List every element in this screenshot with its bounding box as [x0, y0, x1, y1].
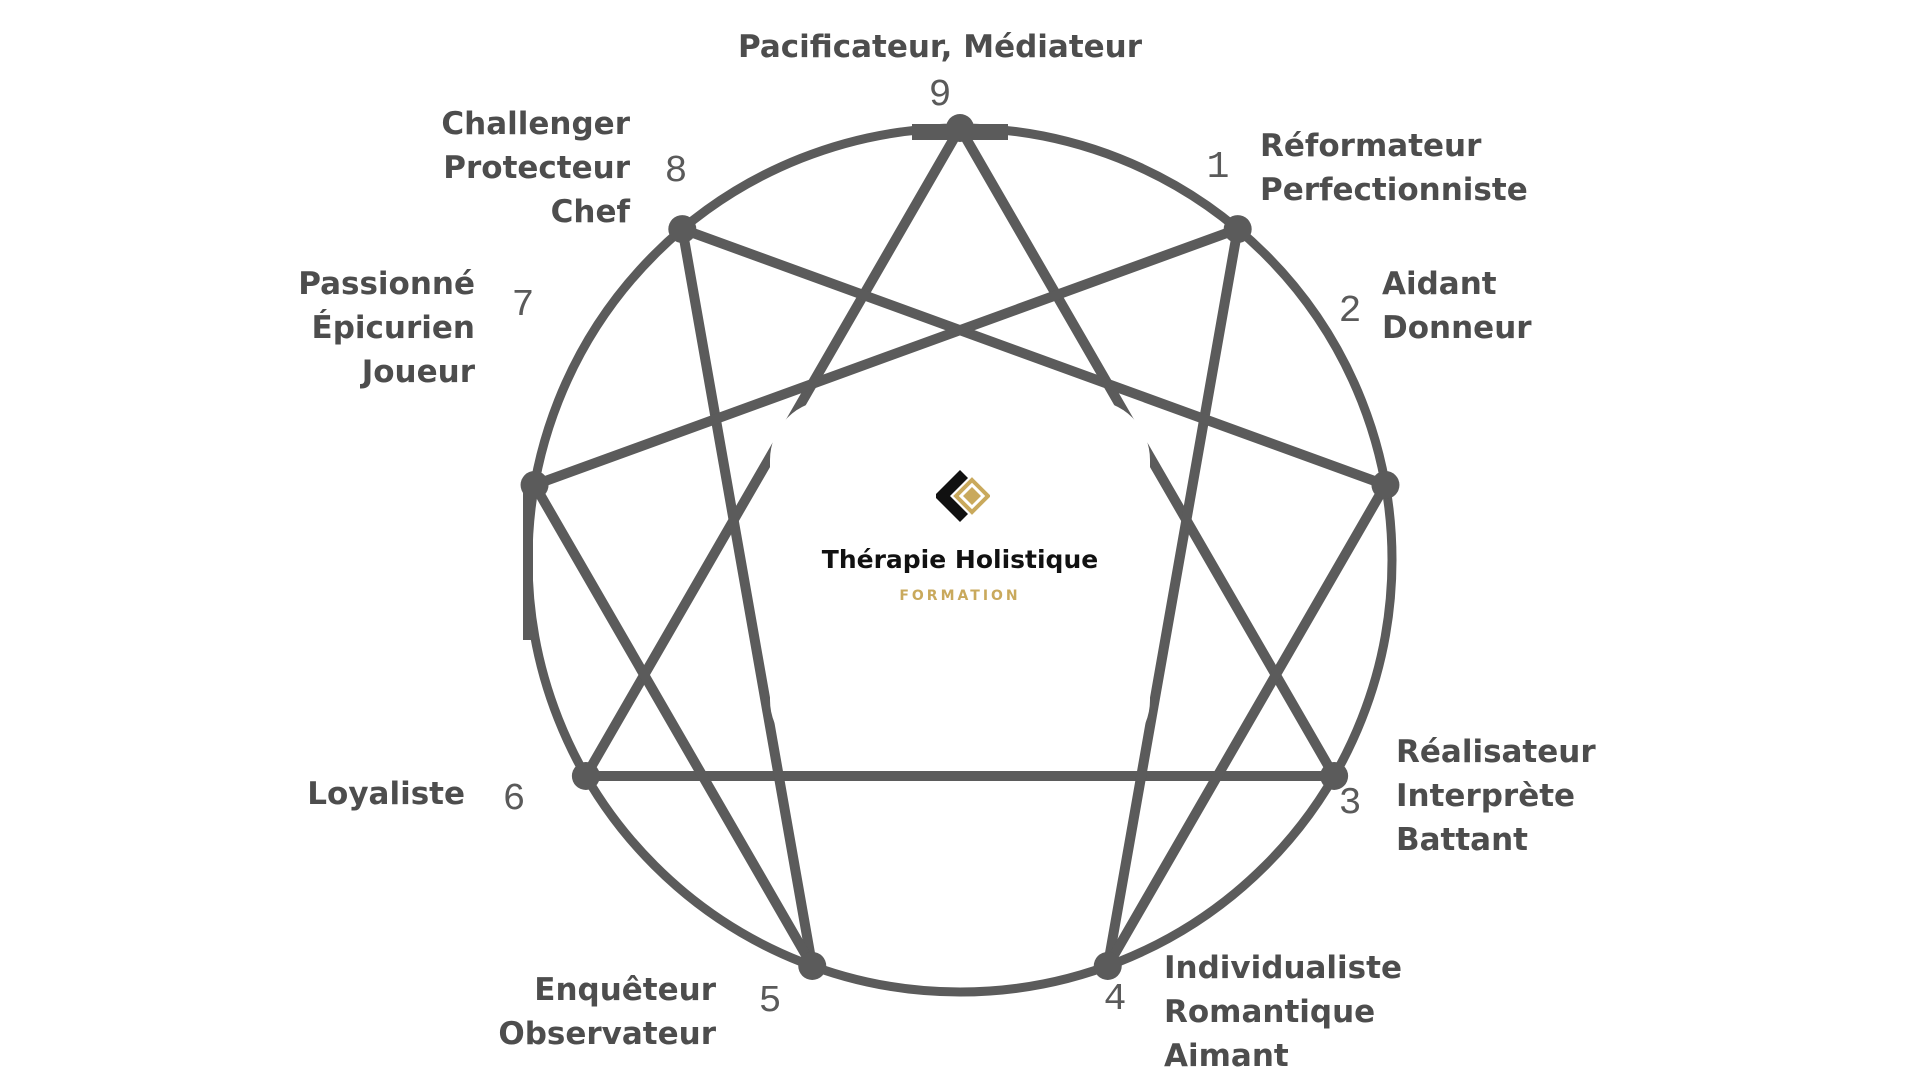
enneagram-web — [520, 114, 1400, 997]
type-7-number: 7 — [511, 284, 535, 327]
type-3-label-line: Réalisateur — [1396, 734, 1596, 770]
hexad-line — [677, 224, 818, 971]
type-3-label-line: Interprète — [1396, 778, 1576, 814]
type-5-number: 5 — [758, 980, 782, 1023]
type-6-label: Loyaliste — [230, 772, 465, 816]
enneagram-node — [571, 762, 600, 790]
enneagram-openings — [770, 400, 1150, 760]
type-4-label-line: Romantique — [1164, 994, 1376, 1030]
type-3-label-line: Battant — [1396, 822, 1528, 858]
type-3-number: 3 — [1338, 782, 1362, 825]
type-8-label-line: Challenger — [441, 106, 630, 142]
brand-name: Thérapie Holistique — [821, 545, 1099, 574]
type-8-number: 8 — [664, 150, 688, 193]
hexad-line — [1102, 224, 1243, 971]
type-6-label-line: Loyaliste — [307, 776, 465, 812]
hexad-line — [529, 479, 818, 971]
type-9-label-line: Pacificateur, Médiateur — [737, 29, 1143, 65]
type-1-label: Réformateur Perfectionniste — [1260, 124, 1528, 212]
type-1-label-line: Réformateur — [1260, 128, 1482, 164]
type-1-number: 1 — [1206, 146, 1230, 189]
type-6-number: 6 — [502, 778, 526, 821]
type-8-label: Challenger Protecteur Chef — [390, 102, 630, 234]
hexad-line — [1102, 479, 1391, 971]
type-4-label-line: Individualiste — [1164, 950, 1402, 986]
type-8-label-line: Protecteur — [443, 150, 630, 186]
type-4-label: Individualiste Romantique Aimant — [1164, 946, 1402, 1078]
enneagram-node — [1320, 762, 1349, 790]
type-3-label: Réalisateur Interprète Battant — [1396, 730, 1596, 862]
center-panel — [770, 400, 1150, 760]
enneagram-node — [1223, 215, 1252, 244]
enneagram-node — [668, 215, 697, 244]
type-9-number: 9 — [928, 74, 952, 117]
top-cap — [912, 124, 1008, 140]
type-7-label: Passionné Épicurien Joueur — [220, 262, 475, 394]
left-cap — [523, 480, 533, 640]
type-4-number: 4 — [1103, 978, 1127, 1021]
hexad-line — [529, 224, 1243, 490]
type-5-label: Enquêteur Observateur — [440, 968, 716, 1056]
enneagram-node — [798, 951, 827, 980]
type-7-label-line: Passionné — [298, 266, 475, 302]
type-7-label-line: Joueur — [361, 354, 475, 390]
type-7-label-line: Épicurien — [311, 310, 475, 346]
hexad-line — [677, 224, 1391, 490]
enneagram-node — [1371, 470, 1400, 499]
type-8-label-line: Chef — [550, 194, 630, 230]
type-5-label-line: Observateur — [498, 1016, 716, 1052]
chevron-diamond-logo-icon — [936, 470, 990, 522]
type-1-label-line: Perfectionniste — [1260, 172, 1528, 208]
type-9-label: Pacificateur, Médiateur — [700, 25, 1180, 69]
enneagram-node — [1093, 951, 1122, 980]
brand-logo: Thérapie Holistique FORMATION — [800, 470, 1120, 620]
type-4-label-line: Aimant — [1164, 1038, 1289, 1074]
brand-subtitle: FORMATION — [899, 588, 1021, 604]
type-2-label-line: Donneur — [1382, 310, 1532, 346]
type-2-number: 2 — [1338, 290, 1362, 333]
type-2-label: Aidant Donneur — [1382, 262, 1532, 350]
type-5-label-line: Enquêteur — [534, 972, 716, 1008]
type-2-label-line: Aidant — [1382, 266, 1497, 302]
